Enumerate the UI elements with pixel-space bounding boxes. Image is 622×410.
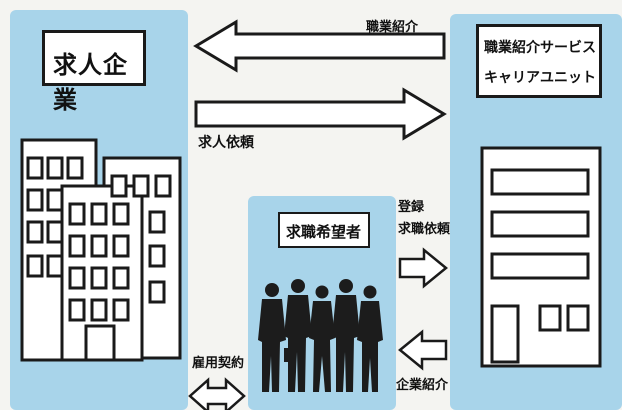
job-seekers-icon xyxy=(258,279,383,392)
job-request-label: 求人依頼 xyxy=(198,135,254,151)
agency-building-icon xyxy=(480,146,602,368)
referral-to-company-label: 職業紹介 xyxy=(366,20,419,35)
agency-title-line2: キャリアユニット xyxy=(484,70,596,86)
agency-title-line1: 職業紹介サービス xyxy=(484,40,596,56)
building-windows xyxy=(26,156,172,362)
company-title-box: 求人企業 xyxy=(42,30,146,114)
company-referral-label: 企業紹介 xyxy=(396,378,449,393)
company-title: 求人企業 xyxy=(53,51,128,114)
job-request-arrow-icon xyxy=(194,87,447,141)
seekers-title: 求職希望者 xyxy=(286,223,362,241)
company-referral-arrow-icon xyxy=(398,329,448,371)
registration-label-line2: 求職依頼 xyxy=(398,222,451,237)
agency-title-box: 職業紹介サービス キャリアユニット xyxy=(476,24,602,98)
seekers-title-box: 求職希望者 xyxy=(278,212,370,248)
referral-arrow-icon xyxy=(193,19,446,73)
employment-contract-label: 雇用契約 xyxy=(192,356,245,371)
registration-arrow-icon xyxy=(398,247,448,289)
employment-contract-arrow-icon xyxy=(188,377,246,410)
registration-label-line1: 登録 xyxy=(398,200,425,215)
